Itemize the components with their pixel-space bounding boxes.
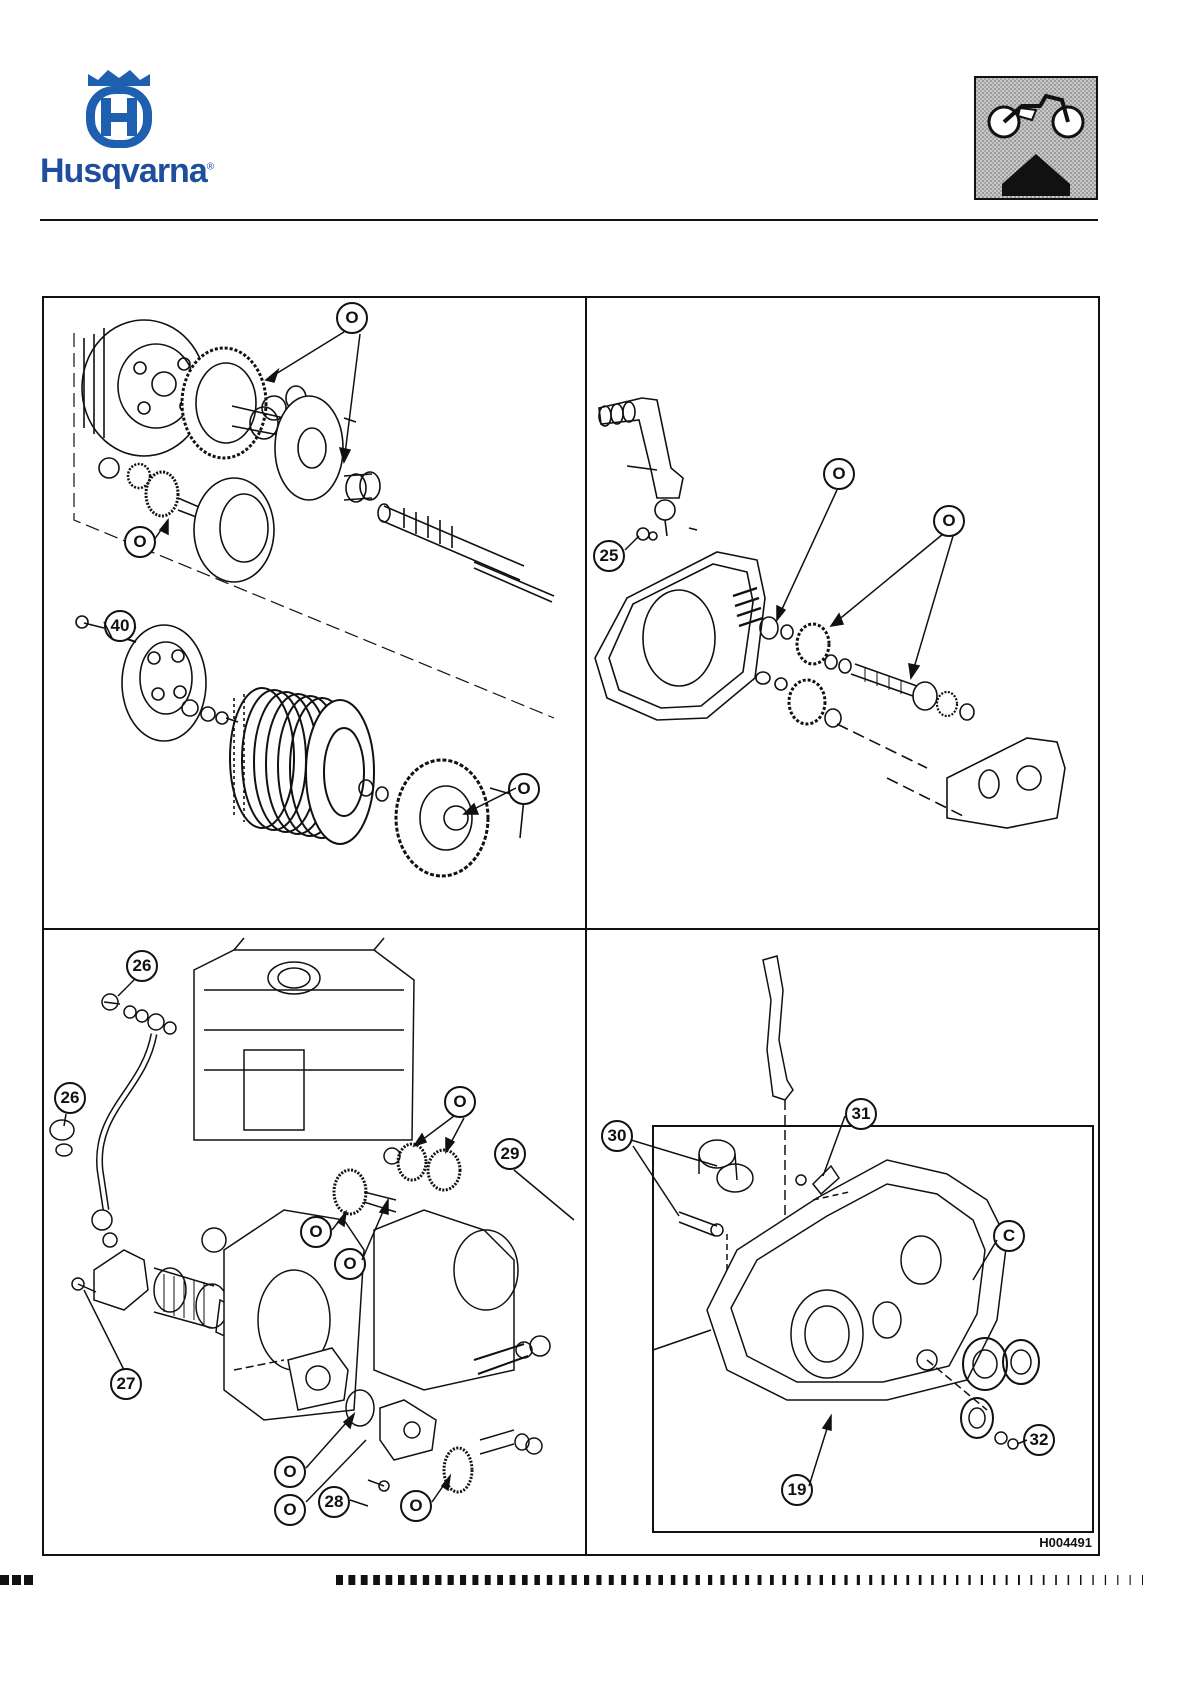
panel-kickstart-mechanism: O O 25 [587,298,1100,928]
husqvarna-logo: Husqvarna® [40,70,210,195]
motorcycle-up-arrow-icon [974,76,1098,200]
husqvarna-crown-icon [82,70,156,152]
callout-leaders-bottom-left [44,930,584,1556]
footer-marks-gradient [336,1573,1166,1587]
header-rule-accent [40,219,238,221]
panel-oil-system: 26 26 27 O O O 29 O O 28 O [44,930,584,1556]
callout-leaders-top-right [587,298,1100,928]
callout-leaders-bottom-right [587,930,1100,1556]
exploded-view-figure: O O O 40 [42,296,1100,1556]
panel-crankcase-bearings: 30 31 C 32 19 [587,930,1100,1556]
panel-clutch-assembly: O O O 40 [44,298,584,928]
callout-leaders-top-left [44,298,584,928]
figure-reference-code: H004491 [1039,1535,1092,1550]
brand-name: Husqvarna® [40,152,210,191]
footer-marks-left [0,1573,40,1587]
